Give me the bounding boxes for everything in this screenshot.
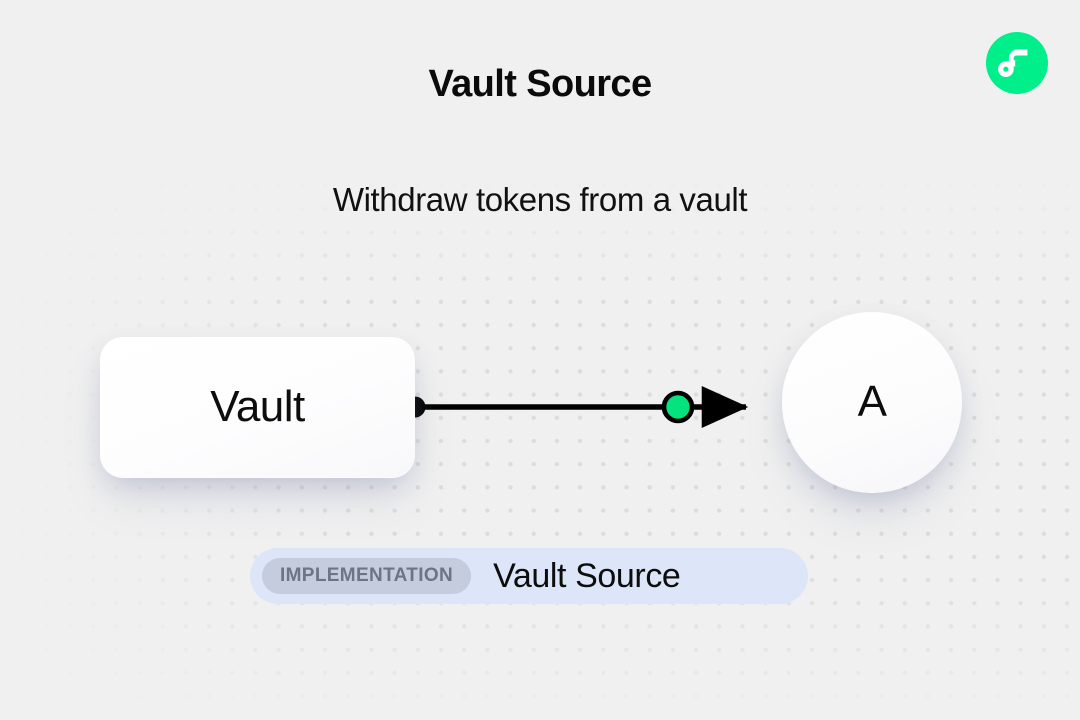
diagram-node-a-label: A [857, 377, 887, 426]
flow-logo-icon [986, 32, 1048, 94]
page-title: Vault Source [428, 63, 653, 105]
implementation-name: Vault Source [493, 556, 681, 595]
diagram-node-vault[interactable]: Vault [100, 337, 415, 477]
implementation-tag: IMPLEMENTATION [262, 558, 472, 594]
diagram-node-vault-label: Vault [210, 382, 305, 431]
page-subtitle: Withdraw tokens from a vault [332, 181, 748, 218]
diagram-node-a[interactable]: A [782, 312, 962, 492]
implementation-badge: IMPLEMENTATION Vault Source [250, 548, 808, 604]
edge-midpoint-marker [661, 390, 695, 424]
